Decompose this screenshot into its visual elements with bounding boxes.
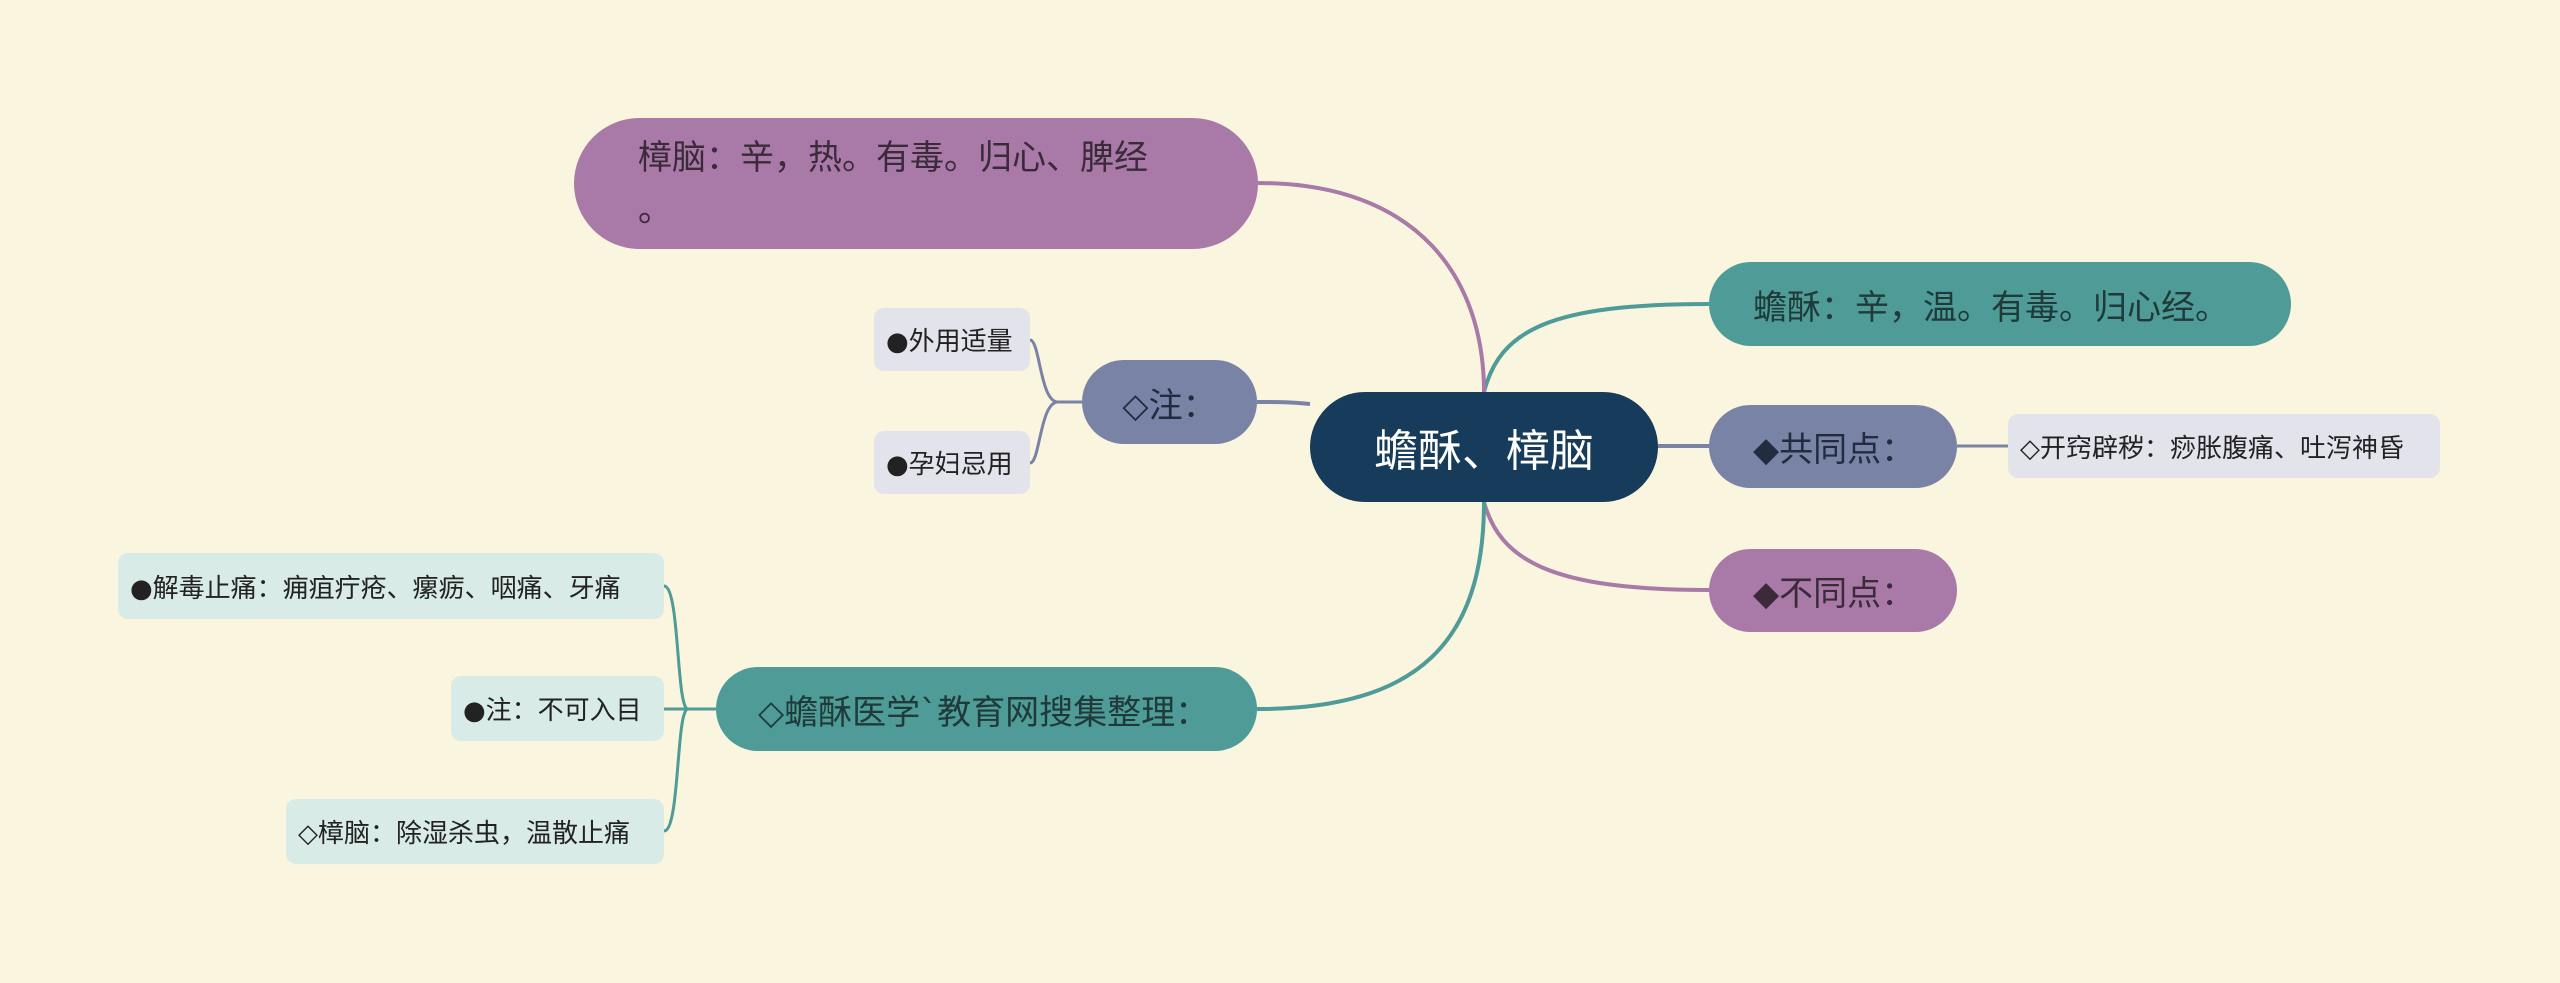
central-topic-label: 蟾酥、樟脑 xyxy=(1374,426,1594,477)
node-differences-label: ◆不同点： xyxy=(1753,574,1916,614)
node-camphor[interactable]: 樟脑：辛，热。有毒。归心、脾经 。 xyxy=(574,118,1258,249)
node-common-points-label: ◆共同点： xyxy=(1753,430,1916,470)
leaf-camphor-insecticide-label: ◇樟脑：除湿杀虫，温散止痛 xyxy=(298,819,630,849)
node-collected-label: ◇蟾酥医学`教育网搜集整理： xyxy=(758,692,1210,733)
node-collected[interactable]: ◇蟾酥医学`教育网搜集整理： xyxy=(716,667,1257,751)
link-note-topical xyxy=(1029,338,1082,404)
link-root-camphor xyxy=(1257,181,1486,393)
link-root-toad xyxy=(1482,302,1710,393)
node-toad-venom-label: 蟾酥：辛，温。有毒。归心经。 xyxy=(1753,287,2229,328)
leaf-open-orifices-label: ◇开窍辟秽：痧胀腹痛、吐泻神昏 xyxy=(2020,433,2404,464)
node-camphor-line2: 。 xyxy=(638,189,672,230)
link-root-diff xyxy=(1482,501,1710,592)
node-note[interactable]: ◇注： xyxy=(1082,360,1257,444)
link-root-collect xyxy=(1256,501,1486,711)
leaf-topical-use[interactable]: ●外用适量 xyxy=(874,308,1030,371)
leaf-camphor-insecticide[interactable]: ◇樟脑：除湿杀虫，温散止痛 xyxy=(286,799,664,864)
leaf-eye-warning[interactable]: ●注：不可入目 xyxy=(451,676,664,741)
leaf-detox-pain-label: ●解毒止痛：痈疽疔疮、瘰疬、咽痛、牙痛 xyxy=(130,573,621,604)
leaf-pregnancy-caution-label: ●孕妇忌用 xyxy=(886,450,1013,480)
central-topic[interactable]: 蟾酥、樟脑 xyxy=(1310,392,1658,502)
link-root-note xyxy=(1256,400,1311,406)
node-camphor-line1: 樟脑：辛，热。有毒。归心、脾经 xyxy=(638,137,1148,178)
link-collect-detox xyxy=(663,584,716,711)
link-note-pregnant xyxy=(1029,400,1059,465)
leaf-eye-warning-label: ●注：不可入目 xyxy=(463,696,642,726)
leaf-pregnancy-caution[interactable]: ●孕妇忌用 xyxy=(874,431,1030,494)
node-common-points[interactable]: ◆共同点： xyxy=(1709,405,1957,488)
node-toad-venom[interactable]: 蟾酥：辛，温。有毒。归心经。 xyxy=(1709,262,2291,346)
leaf-detox-pain[interactable]: ●解毒止痛：痈疽疔疮、瘰疬、咽痛、牙痛 xyxy=(118,553,664,619)
node-note-label: ◇注： xyxy=(1122,385,1217,426)
leaf-open-orifices[interactable]: ◇开窍辟秽：痧胀腹痛、吐泻神昏 xyxy=(2008,414,2440,478)
node-differences[interactable]: ◆不同点： xyxy=(1709,549,1957,632)
link-collect-kill xyxy=(663,707,690,833)
leaf-topical-use-label: ●外用适量 xyxy=(886,327,1013,357)
